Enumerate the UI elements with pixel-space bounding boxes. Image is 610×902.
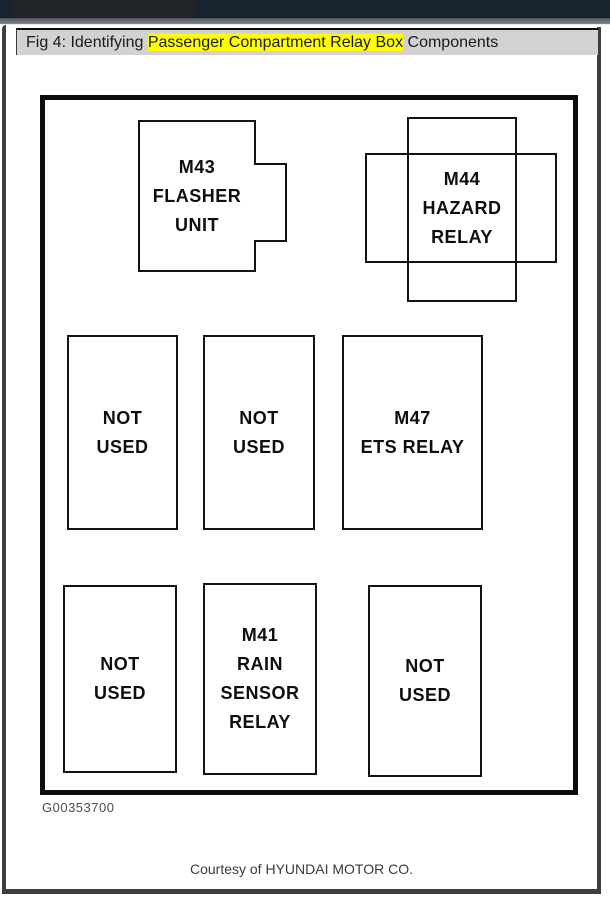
relay-label-line: M43 xyxy=(178,156,216,177)
relay-label-line: NOT xyxy=(102,407,143,428)
window-frame-right xyxy=(597,27,601,894)
relay-box-m47: M47 ETS RELAY xyxy=(342,335,483,530)
relay-label-line: UNIT xyxy=(175,214,219,235)
figure-code: G00353700 xyxy=(42,800,115,815)
browser-tab-bar xyxy=(0,0,610,18)
relay-box-m44-vertical xyxy=(407,117,517,302)
relay-label-line: USED xyxy=(398,685,451,705)
figure-title-prefix: Fig 4: Identifying xyxy=(26,33,148,51)
relay-label-line: M47 xyxy=(394,407,431,428)
figure-title-suffix: Components xyxy=(403,33,499,51)
relay-label-line: SENSOR xyxy=(220,683,300,703)
figure-title-highlight: Passenger Compartment Relay Box xyxy=(147,33,404,51)
relay-label-line: NOT xyxy=(405,656,445,676)
relay-label-line: NOT xyxy=(100,654,140,674)
relay-box-not-used-4: NOT USED xyxy=(368,585,482,777)
relay-label-line: RELAY xyxy=(229,712,291,732)
relay-label-line: RAIN xyxy=(237,654,283,674)
relay-box-m43-tab xyxy=(254,163,287,242)
relay-box-not-used-3: NOT USED xyxy=(63,585,177,773)
figure-title: Fig 4: Identifying Passenger Compartment… xyxy=(26,33,499,52)
relay-box-m43: M43 FLASHER UNIT xyxy=(138,120,256,272)
relay-label-line: FLASHER xyxy=(152,185,242,206)
relay-box-m41: M41 RAIN SENSOR RELAY xyxy=(203,583,317,775)
relay-label-line: RELAY xyxy=(431,226,493,247)
relay-box-not-used-2: NOT USED xyxy=(203,335,315,530)
browser-tab[interactable] xyxy=(12,0,195,18)
relay-label-line: USED xyxy=(232,436,285,457)
relay-label-line: USED xyxy=(96,436,149,457)
relay-label-m44: M44 HAZARD RELAY xyxy=(377,155,547,261)
relay-label-line: M41 xyxy=(241,625,279,645)
relay-label-line: NOT xyxy=(239,407,279,428)
relay-label-line: ETS RELAY xyxy=(360,436,465,457)
relay-box-not-used-1: NOT USED xyxy=(67,335,178,530)
window-frame-bottom xyxy=(2,889,601,894)
figure-title-bar: Fig 4: Identifying Passenger Compartment… xyxy=(16,28,598,55)
courtesy-line: Courtesy of HYUNDAI MOTOR CO. xyxy=(189,861,413,877)
relay-box-m44-horizontal xyxy=(365,153,557,263)
relay-label-line: HAZARD xyxy=(422,197,502,218)
window-frame-left xyxy=(2,25,6,894)
relay-label-line: USED xyxy=(93,683,146,703)
relay-label-line: M44 xyxy=(443,168,481,189)
toolbar-strip xyxy=(0,18,610,25)
